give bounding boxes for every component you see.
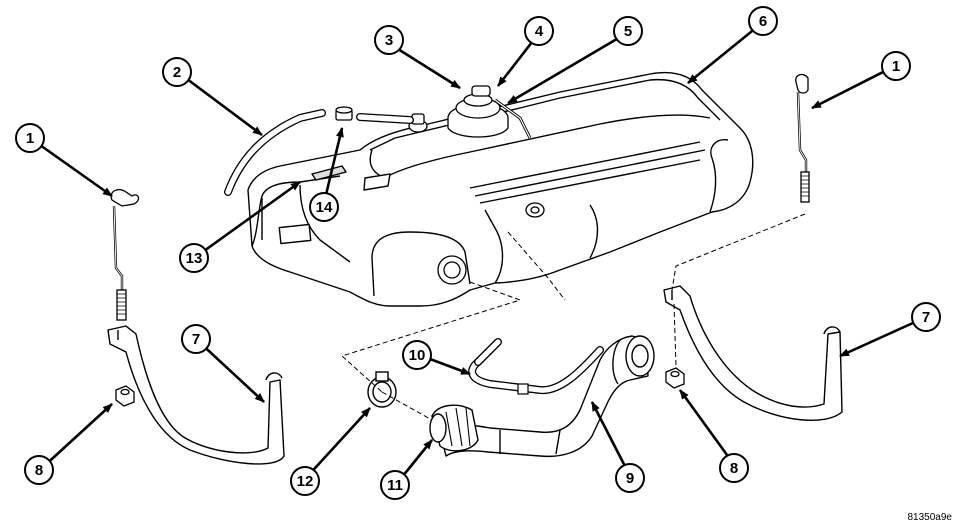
callout-c2: 2 [162, 57, 192, 87]
callout-c8-left: 8 [24, 455, 54, 485]
callout-c1-right: 1 [881, 51, 911, 81]
callout-c10: 10 [402, 340, 432, 370]
callout-label: 13 [186, 250, 203, 267]
callout-c4: 4 [524, 16, 554, 46]
fuel-pump-module [447, 85, 532, 139]
callout-c11: 11 [380, 470, 410, 500]
tank-strap-left [107, 325, 285, 465]
figure-id: 81350a9e [907, 512, 953, 523]
callout-c7-right: 7 [911, 302, 941, 332]
callout-label: 12 [297, 473, 314, 490]
callout-c8-right: 8 [719, 453, 749, 483]
callout-c6: 6 [748, 6, 778, 36]
callout-c9: 9 [615, 463, 645, 493]
callout-label: 8 [35, 462, 43, 479]
vent-hose [224, 109, 414, 196]
callout-label: 1 [892, 58, 900, 75]
strap-nut-right [665, 367, 685, 389]
callout-label: 1 [26, 130, 34, 147]
callout-label: 4 [535, 23, 544, 40]
strap-nut-left [115, 385, 135, 407]
callout-label: 3 [385, 32, 393, 49]
callout-c5: 5 [613, 16, 643, 46]
callout-c1-left: 1 [15, 123, 45, 153]
assembly-lines [341, 213, 806, 421]
hose-clamp [367, 371, 397, 408]
filler-hose [429, 404, 479, 452]
callout-c13: 13 [179, 243, 209, 273]
callout-label: 7 [192, 331, 200, 348]
callout-label: 8 [730, 460, 738, 477]
tank-inlet-port [437, 202, 545, 285]
filler-vent-hose [468, 338, 604, 395]
callout-label: 2 [173, 64, 181, 81]
callout-label: 7 [922, 309, 930, 326]
callout-c3: 3 [374, 25, 404, 55]
callout-c14: 14 [309, 192, 339, 222]
callout-label: 11 [387, 477, 403, 494]
filler-tube-assembly [439, 335, 655, 458]
leader-lines [39, 21, 925, 483]
callout-c12: 12 [290, 466, 320, 496]
vent-connector [335, 106, 353, 121]
callout-c7-left: 7 [181, 324, 211, 354]
callout-label: 14 [316, 199, 333, 216]
tank-strap-right [663, 285, 843, 421]
callout-label: 9 [626, 470, 634, 487]
callout-label: 10 [409, 347, 426, 364]
mounting-bolt-left [110, 188, 140, 321]
mounting-bolt-right [795, 73, 810, 203]
callout-label: 6 [759, 13, 767, 30]
callout-label: 5 [624, 23, 632, 40]
